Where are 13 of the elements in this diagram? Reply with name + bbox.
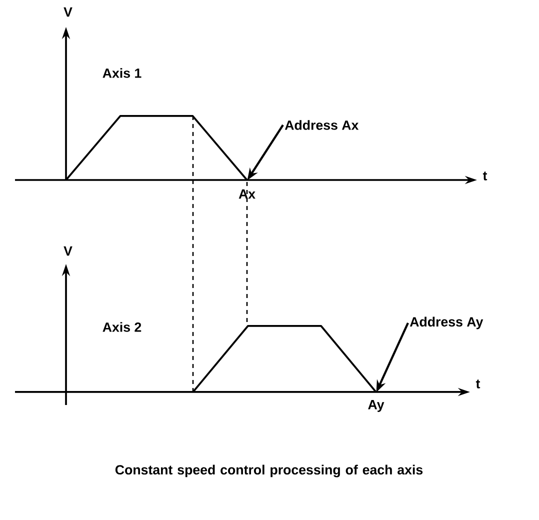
axis-label: t <box>476 380 480 388</box>
axis-label: t <box>482 172 488 180</box>
point-label: Ay <box>368 400 384 412</box>
plot-title: Axis 1 <box>102 68 142 78</box>
velocity-curve <box>65 115 248 181</box>
point-label: Ax <box>238 189 256 199</box>
address-label: Address Ax <box>284 120 359 130</box>
caption: Constant speed control processing of each axis <box>115 464 423 478</box>
plot-title: Axis 2 <box>102 322 142 332</box>
velocity-curve <box>192 325 377 393</box>
axis-label: V <box>64 246 72 256</box>
axis-label: V <box>64 7 72 17</box>
address-label: Address Ay <box>410 316 484 330</box>
